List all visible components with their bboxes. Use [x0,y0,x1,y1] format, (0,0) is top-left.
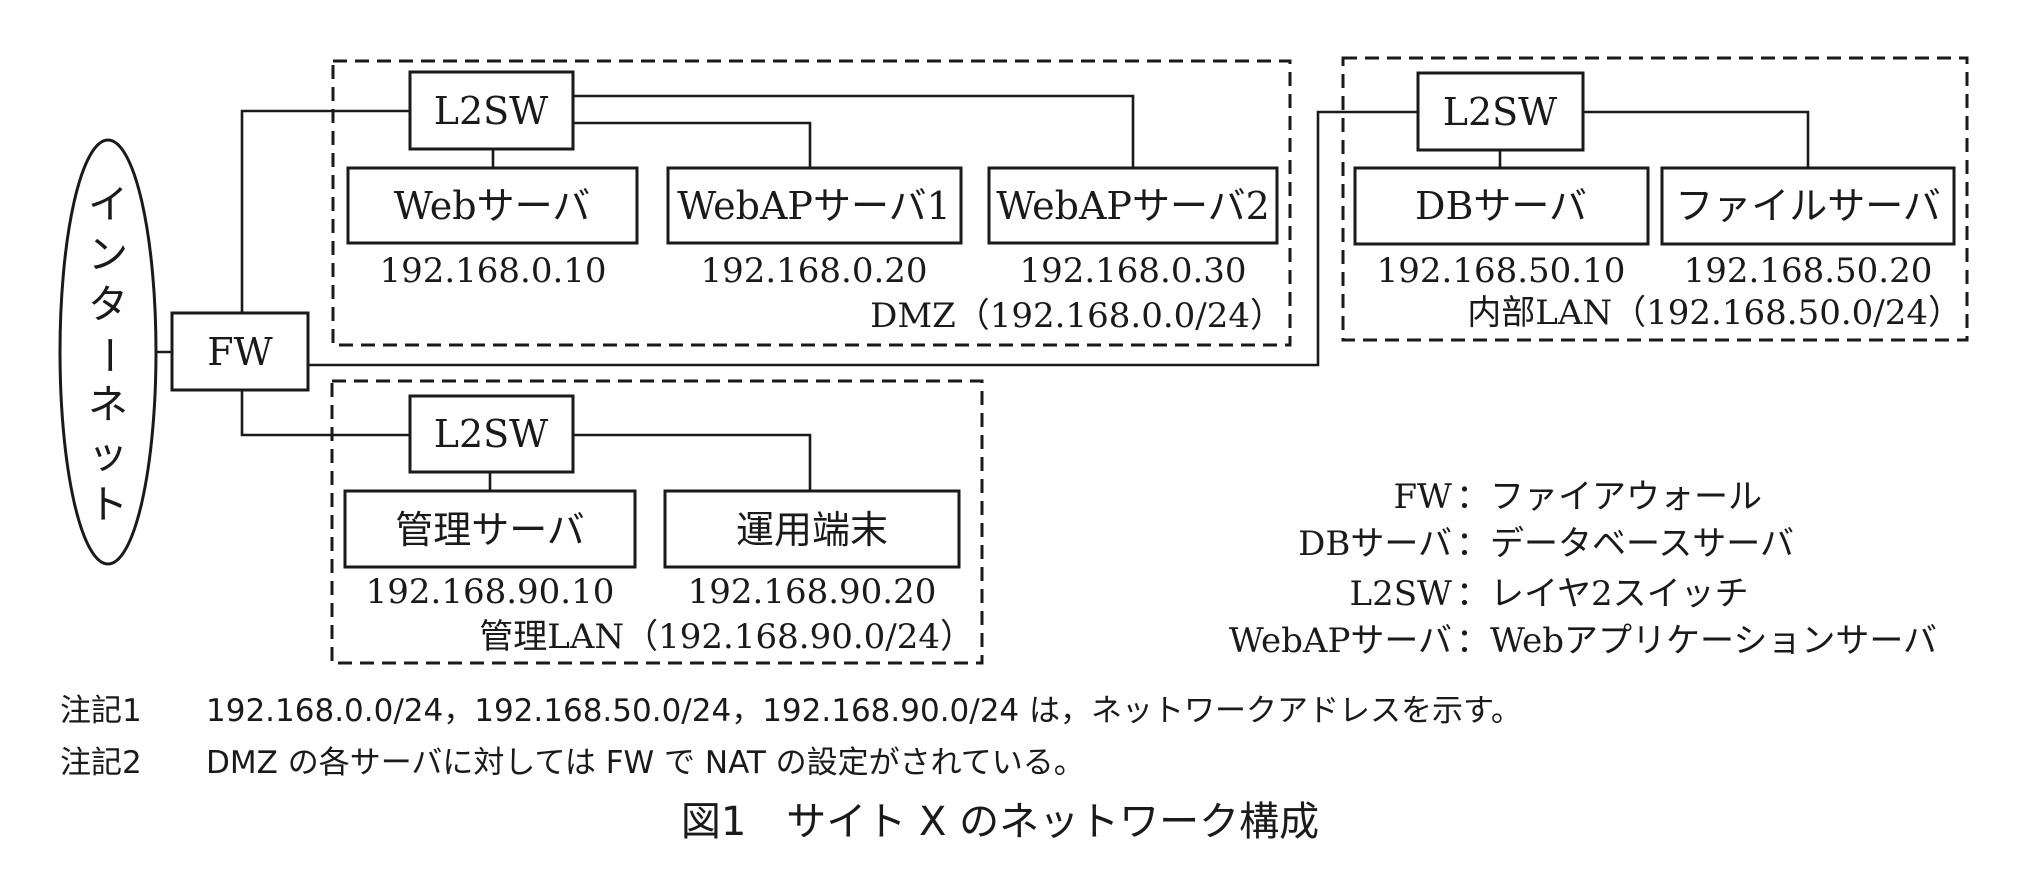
web-server-label: Webサーバ [394,184,590,228]
legend-colon: ： [1456,477,1490,517]
link-fw-management-switch [240,390,410,437]
internet-label-char: ネ [88,382,128,428]
firewall-box [170,311,310,392]
webap2-server-ip: 192.168.0.30 [1019,251,1246,291]
webap2-server-box [987,166,1279,245]
internet-ellipse [58,138,158,566]
link-dmz-switch-webap2 [573,94,1135,168]
legend-colon: ： [1456,574,1490,614]
notes: 注記1 192.168.0.0/24，192.168.50.0/24，192.1… [60,693,1522,781]
legend-value: ファイアウォール [1490,477,1762,517]
db-server-label: DBサーバ [1415,184,1587,228]
internet-label-char: ー [85,335,131,375]
file-server-label: ファイルサーバ [1675,184,1941,228]
file-server-ip: 192.168.50.20 [1684,251,1933,291]
legend-colon: ： [1456,621,1490,661]
legend-value: Webアプリケーションサーバ [1490,621,1937,661]
link-fw-internal-switch [308,110,1418,367]
db-server-ip: 192.168.50.10 [1377,251,1626,291]
file-server-box [1660,166,1956,246]
link-fw-dmz-switch [240,109,410,313]
management-lan-boundary [330,379,984,665]
internet-label-char: ッ [88,432,128,478]
internet-label-char: ト [88,482,128,528]
legend-key: FW [1393,477,1452,517]
firewall-label: FW [207,330,272,374]
internet-label-char: イ [88,182,128,228]
dmz-switch-box [408,70,575,151]
legend: FW ： ファイアウォール DBサーバ ： データベースサーバ L2SW ： レ… [1229,477,1937,661]
link-mgmt-switch-terminal [573,433,812,491]
mgmt-switch-label: L2SW [434,412,549,456]
internal-switch-label: L2SW [1443,90,1558,134]
mgmt-server-box [343,489,637,569]
firewall-node: FW [170,311,310,392]
legend-value: レイヤ2スイッチ [1490,574,1749,614]
webap1-server-box [666,166,963,245]
management-zone-label: 管理LAN（192.168.90.0/24） [479,617,974,657]
link-dmz-switch-webap1 [573,121,812,168]
zone-dmz: L2SW Webサーバ 192.168.0.10 WebAPサーバ1 192.1… [331,59,1292,347]
legend-value: データベースサーバ [1490,524,1794,564]
webap1-server-ip: 192.168.0.20 [700,251,927,291]
dmz-boundary [331,59,1292,347]
legend-key: WebAPサーバ [1229,621,1452,661]
internal-zone-label: 内部LAN（192.168.50.0/24） [1467,293,1962,333]
zone-internal-lan: L2SW DBサーバ 192.168.50.10 ファイルサーバ 192.168… [1341,56,1969,342]
web-server-box [346,166,639,245]
internal-lan-boundary [1341,56,1969,342]
note-2-label: 注記2 [60,745,142,781]
internet-label-char: タ [88,282,128,328]
mgmt-server-ip: 192.168.90.10 [366,572,615,612]
db-server-box [1353,166,1650,246]
legend-colon: ： [1456,524,1490,564]
webap2-server-label: WebAPサーバ2 [996,184,1270,228]
link-internal-switch-file [1583,110,1810,168]
dmz-switch-label: L2SW [434,89,549,133]
web-server-ip: 192.168.0.10 [379,251,606,291]
ops-terminal-box [663,489,961,569]
links [155,94,1810,491]
figure-caption: 図1 サイト X のネットワーク構成 [681,799,1319,845]
zone-management-lan: L2SW 管理サーバ 192.168.90.10 運用端末 192.168.90… [330,379,984,665]
note-1-label: 注記1 [60,693,142,729]
ops-terminal-ip: 192.168.90.20 [688,572,937,612]
mgmt-server-label: 管理サーバ [395,508,585,552]
ops-terminal-label: 運用端末 [736,508,888,552]
webap1-server-label: WebAPサーバ1 [677,184,951,228]
internal-switch-box [1416,71,1585,152]
legend-key: DBサーバ [1298,524,1452,564]
note-1-text: 192.168.0.0/24，192.168.50.0/24，192.168.9… [206,693,1522,729]
legend-key: L2SW [1350,574,1453,614]
mgmt-switch-box [408,394,575,474]
dmz-zone-label: DMZ（192.168.0.0/24） [870,296,1284,336]
note-2-text: DMZ の各サーバに対しては FW で NAT の設定がされている。 [206,745,1085,781]
internet-label-char: ン [88,232,128,278]
